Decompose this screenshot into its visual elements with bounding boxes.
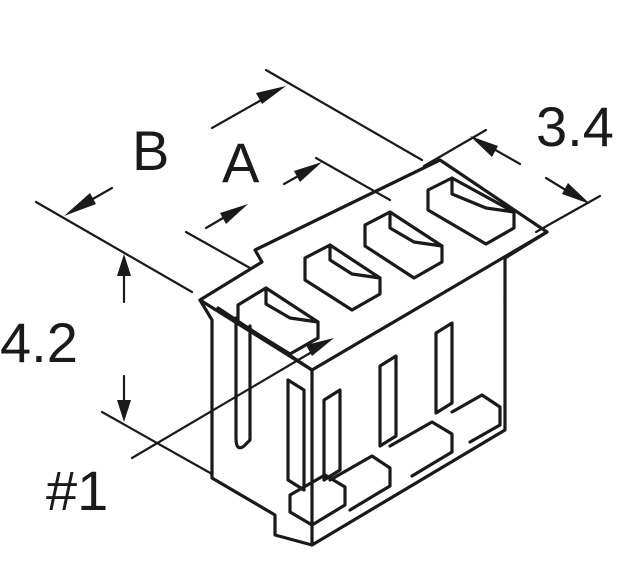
arrowhead [64,193,96,216]
step-block [328,454,392,512]
terminal-windows [286,321,454,492]
contact-slot [363,210,444,280]
arrowhead [220,204,248,224]
bottom-steps [288,393,502,527]
arrowhead [256,86,286,104]
step-block [288,473,347,527]
arrowhead [294,162,322,182]
step-block [388,420,454,478]
terminal-window [322,388,342,482]
arrowhead [562,183,590,204]
terminal-window [286,378,306,492]
arrowhead [306,338,334,356]
extension-line [422,128,488,168]
arrowhead [117,254,131,276]
dimension-width [422,128,602,234]
label-width: 3.4 [536,95,614,158]
label-height: 4.2 [0,311,78,374]
contact-slot [236,286,320,356]
dimension-a [184,156,392,270]
extension-line [184,230,252,270]
leader-line [130,344,324,460]
contact-slot [426,176,516,246]
front-face [310,298,507,547]
label-a: A [222,131,260,194]
contact-slot [303,243,382,312]
dimension-b [34,68,424,294]
extension-line [534,194,602,234]
arrowhead [117,400,131,422]
step-block [450,393,502,444]
extension-line [34,200,194,294]
side-slot [234,316,252,450]
arrowhead [470,136,498,157]
label-b: B [132,119,169,182]
connector-body [198,158,549,547]
dimension-height [100,254,214,476]
terminal-window [434,321,454,415]
extension-line [264,68,424,162]
pin-one-leader [130,338,334,460]
extension-line [314,156,392,202]
left-face [198,298,314,547]
contact-slots [236,176,516,356]
terminal-window [378,354,398,448]
right-face [503,230,549,302]
label-pin-one: #1 [46,459,108,522]
